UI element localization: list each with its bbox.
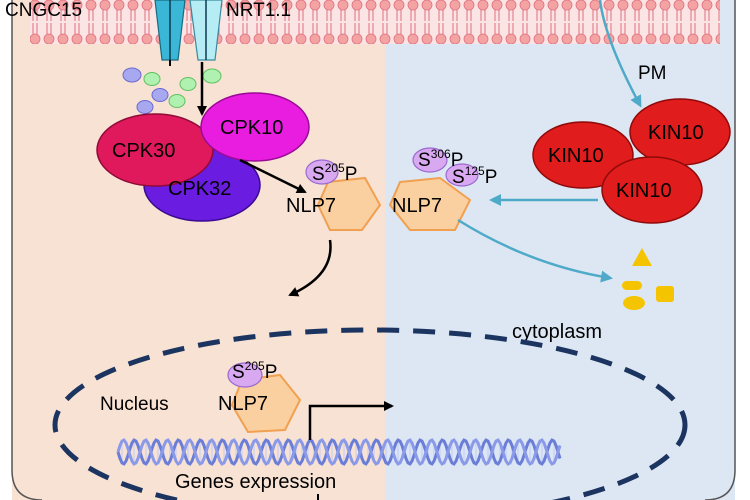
fragment-square bbox=[656, 286, 674, 302]
kin10-label-bottom: KIN10 bbox=[616, 180, 672, 202]
nlp7-left-label: NLP7 bbox=[286, 195, 336, 217]
nucleus-label: Nucleus bbox=[100, 394, 169, 415]
phospho-s205-nucleus bbox=[227, 362, 263, 388]
s306-label: S306P bbox=[418, 147, 463, 171]
cngc15-label: CNGC15 bbox=[5, 0, 82, 21]
fragment-oval bbox=[623, 296, 645, 310]
cpk10-blob bbox=[200, 92, 310, 162]
cell-left-region bbox=[12, 0, 385, 500]
nlp7-right-shape bbox=[388, 176, 472, 231]
plasma-membrane bbox=[30, 0, 720, 44]
dna-helix bbox=[116, 438, 562, 466]
ion-dot bbox=[143, 72, 161, 86]
genes-expression-label: Genes expression bbox=[175, 471, 336, 493]
ion-dot bbox=[122, 67, 142, 83]
ion-dot bbox=[136, 100, 154, 114]
arrow-nlp7-to-degradation bbox=[457, 218, 613, 283]
kin10-cluster: KIN10 KIN10 KIN10 bbox=[532, 98, 731, 224]
cytoplasm-label: cytoplasm bbox=[512, 321, 602, 343]
nrt11-label: NRT1.1 bbox=[226, 0, 291, 21]
s125-label: S125P bbox=[452, 164, 497, 188]
fragment-pill bbox=[622, 281, 642, 290]
nlp7-nucleus-shape bbox=[230, 373, 302, 434]
phospho-s306 bbox=[412, 147, 448, 173]
ion-dot bbox=[179, 77, 197, 91]
nlp7-left: S205P NLP7 bbox=[286, 159, 382, 231]
ion-dot bbox=[151, 88, 169, 102]
nlp7-right: S306P S125P NLP7 bbox=[388, 147, 497, 231]
nucleus-envelope bbox=[52, 327, 688, 500]
ion-dots bbox=[122, 67, 222, 114]
cpk32-label: CPK32 bbox=[168, 178, 231, 200]
arrow-to-nucleus bbox=[288, 239, 332, 297]
kin10-blob-bottom bbox=[601, 156, 703, 224]
pm-label: PM bbox=[638, 63, 667, 84]
cpk-cluster: CPK30 CPK10 CPK32 bbox=[96, 92, 310, 222]
cpk10-label: CPK10 bbox=[220, 117, 283, 139]
phospho-s205-left bbox=[305, 159, 339, 185]
arrow-cpk-to-nlp7 bbox=[239, 158, 307, 194]
ion-dot bbox=[202, 68, 222, 84]
nrt11-channel bbox=[189, 0, 223, 61]
s205-nucleus-label: S205P bbox=[232, 359, 277, 383]
cpk30-label: CPK30 bbox=[112, 140, 175, 162]
kin10-label-left: KIN10 bbox=[548, 145, 604, 167]
cpk30-blob bbox=[96, 113, 214, 187]
degradation-fragments bbox=[622, 248, 674, 310]
pm-arrow bbox=[598, 0, 642, 108]
kin10-label-top: KIN10 bbox=[648, 122, 704, 144]
phospho-s125 bbox=[445, 163, 479, 187]
nlp7-right-label: NLP7 bbox=[392, 195, 442, 217]
kin10-blob-left bbox=[532, 121, 634, 189]
nlp7-nucleus-label: NLP7 bbox=[218, 393, 268, 415]
ion-dot bbox=[168, 94, 186, 108]
cngc15-channel bbox=[154, 0, 186, 61]
dna-strand bbox=[116, 438, 562, 466]
fragment-triangle bbox=[632, 248, 652, 266]
nlp7-nucleus: S205P NLP7 bbox=[218, 359, 302, 434]
dna-strand bbox=[116, 438, 562, 466]
nlp7-left-shape bbox=[316, 176, 382, 231]
transcription-arrow bbox=[308, 401, 394, 440]
s205-left-label: S205P bbox=[312, 161, 357, 185]
